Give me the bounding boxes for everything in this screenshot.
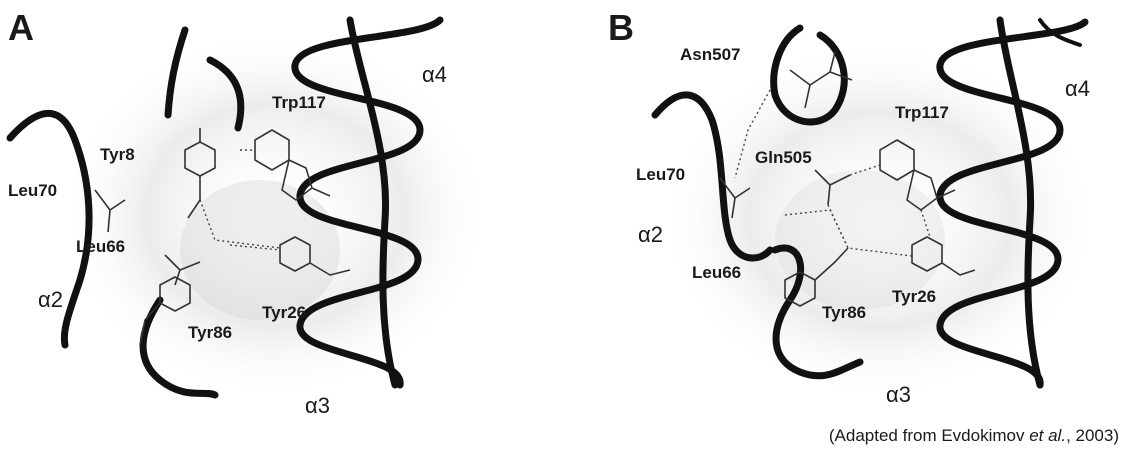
panel-b-label-asn507: Asn507 <box>680 45 740 64</box>
panel-a-label-trp117: Trp117 <box>272 93 326 112</box>
panel-b-label-gln505: Gln505 <box>755 148 812 167</box>
panel-b-label-alpha4: α4 <box>1065 76 1090 101</box>
panel-a-label-tyr26: Tyr26 <box>262 303 306 322</box>
caption-italic: et al. <box>1029 426 1066 445</box>
panel-a-label-tyr8: Tyr8 <box>100 145 135 164</box>
panel-a-label-leu66: Leu66 <box>76 237 125 256</box>
panel-b-label-leu66: Leu66 <box>692 263 741 282</box>
panel-b-label-tyr26: Tyr26 <box>892 287 936 306</box>
panel-b-label-trp117: Trp117 <box>895 103 949 122</box>
panel-a-label-tyr86: Tyr86 <box>188 323 232 342</box>
panel-b-letter: B <box>608 7 634 48</box>
panel-a-letter: A <box>8 7 34 48</box>
panel-b-label-leu70: Leu70 <box>636 165 685 184</box>
panel-b-label-alpha2: α2 <box>638 222 663 247</box>
panel-a-label-leu70: Leu70 <box>8 181 57 200</box>
panel-b-label-alpha3: α3 <box>886 382 911 407</box>
panel-b-label-tyr86: Tyr86 <box>822 303 866 322</box>
panel-a-density-core <box>180 180 340 320</box>
figure-caption: (Adapted from Evdokimov et al., 2003) <box>829 426 1119 446</box>
panel-a: A Tyr8 Trp117 Leu70 Leu66 Tyr86 Tyr26 α2… <box>8 7 490 418</box>
caption-suffix: , 2003) <box>1066 426 1119 445</box>
panel-a-label-alpha3: α3 <box>305 393 330 418</box>
panel-a-label-alpha2: α2 <box>38 287 63 312</box>
panel-a-label-alpha4: α4 <box>422 62 447 87</box>
caption-prefix: (Adapted from Evdokimov <box>829 426 1029 445</box>
panel-b: B Asn507 Trp117 Gln505 Leu70 Leu66 Tyr86… <box>608 7 1100 407</box>
